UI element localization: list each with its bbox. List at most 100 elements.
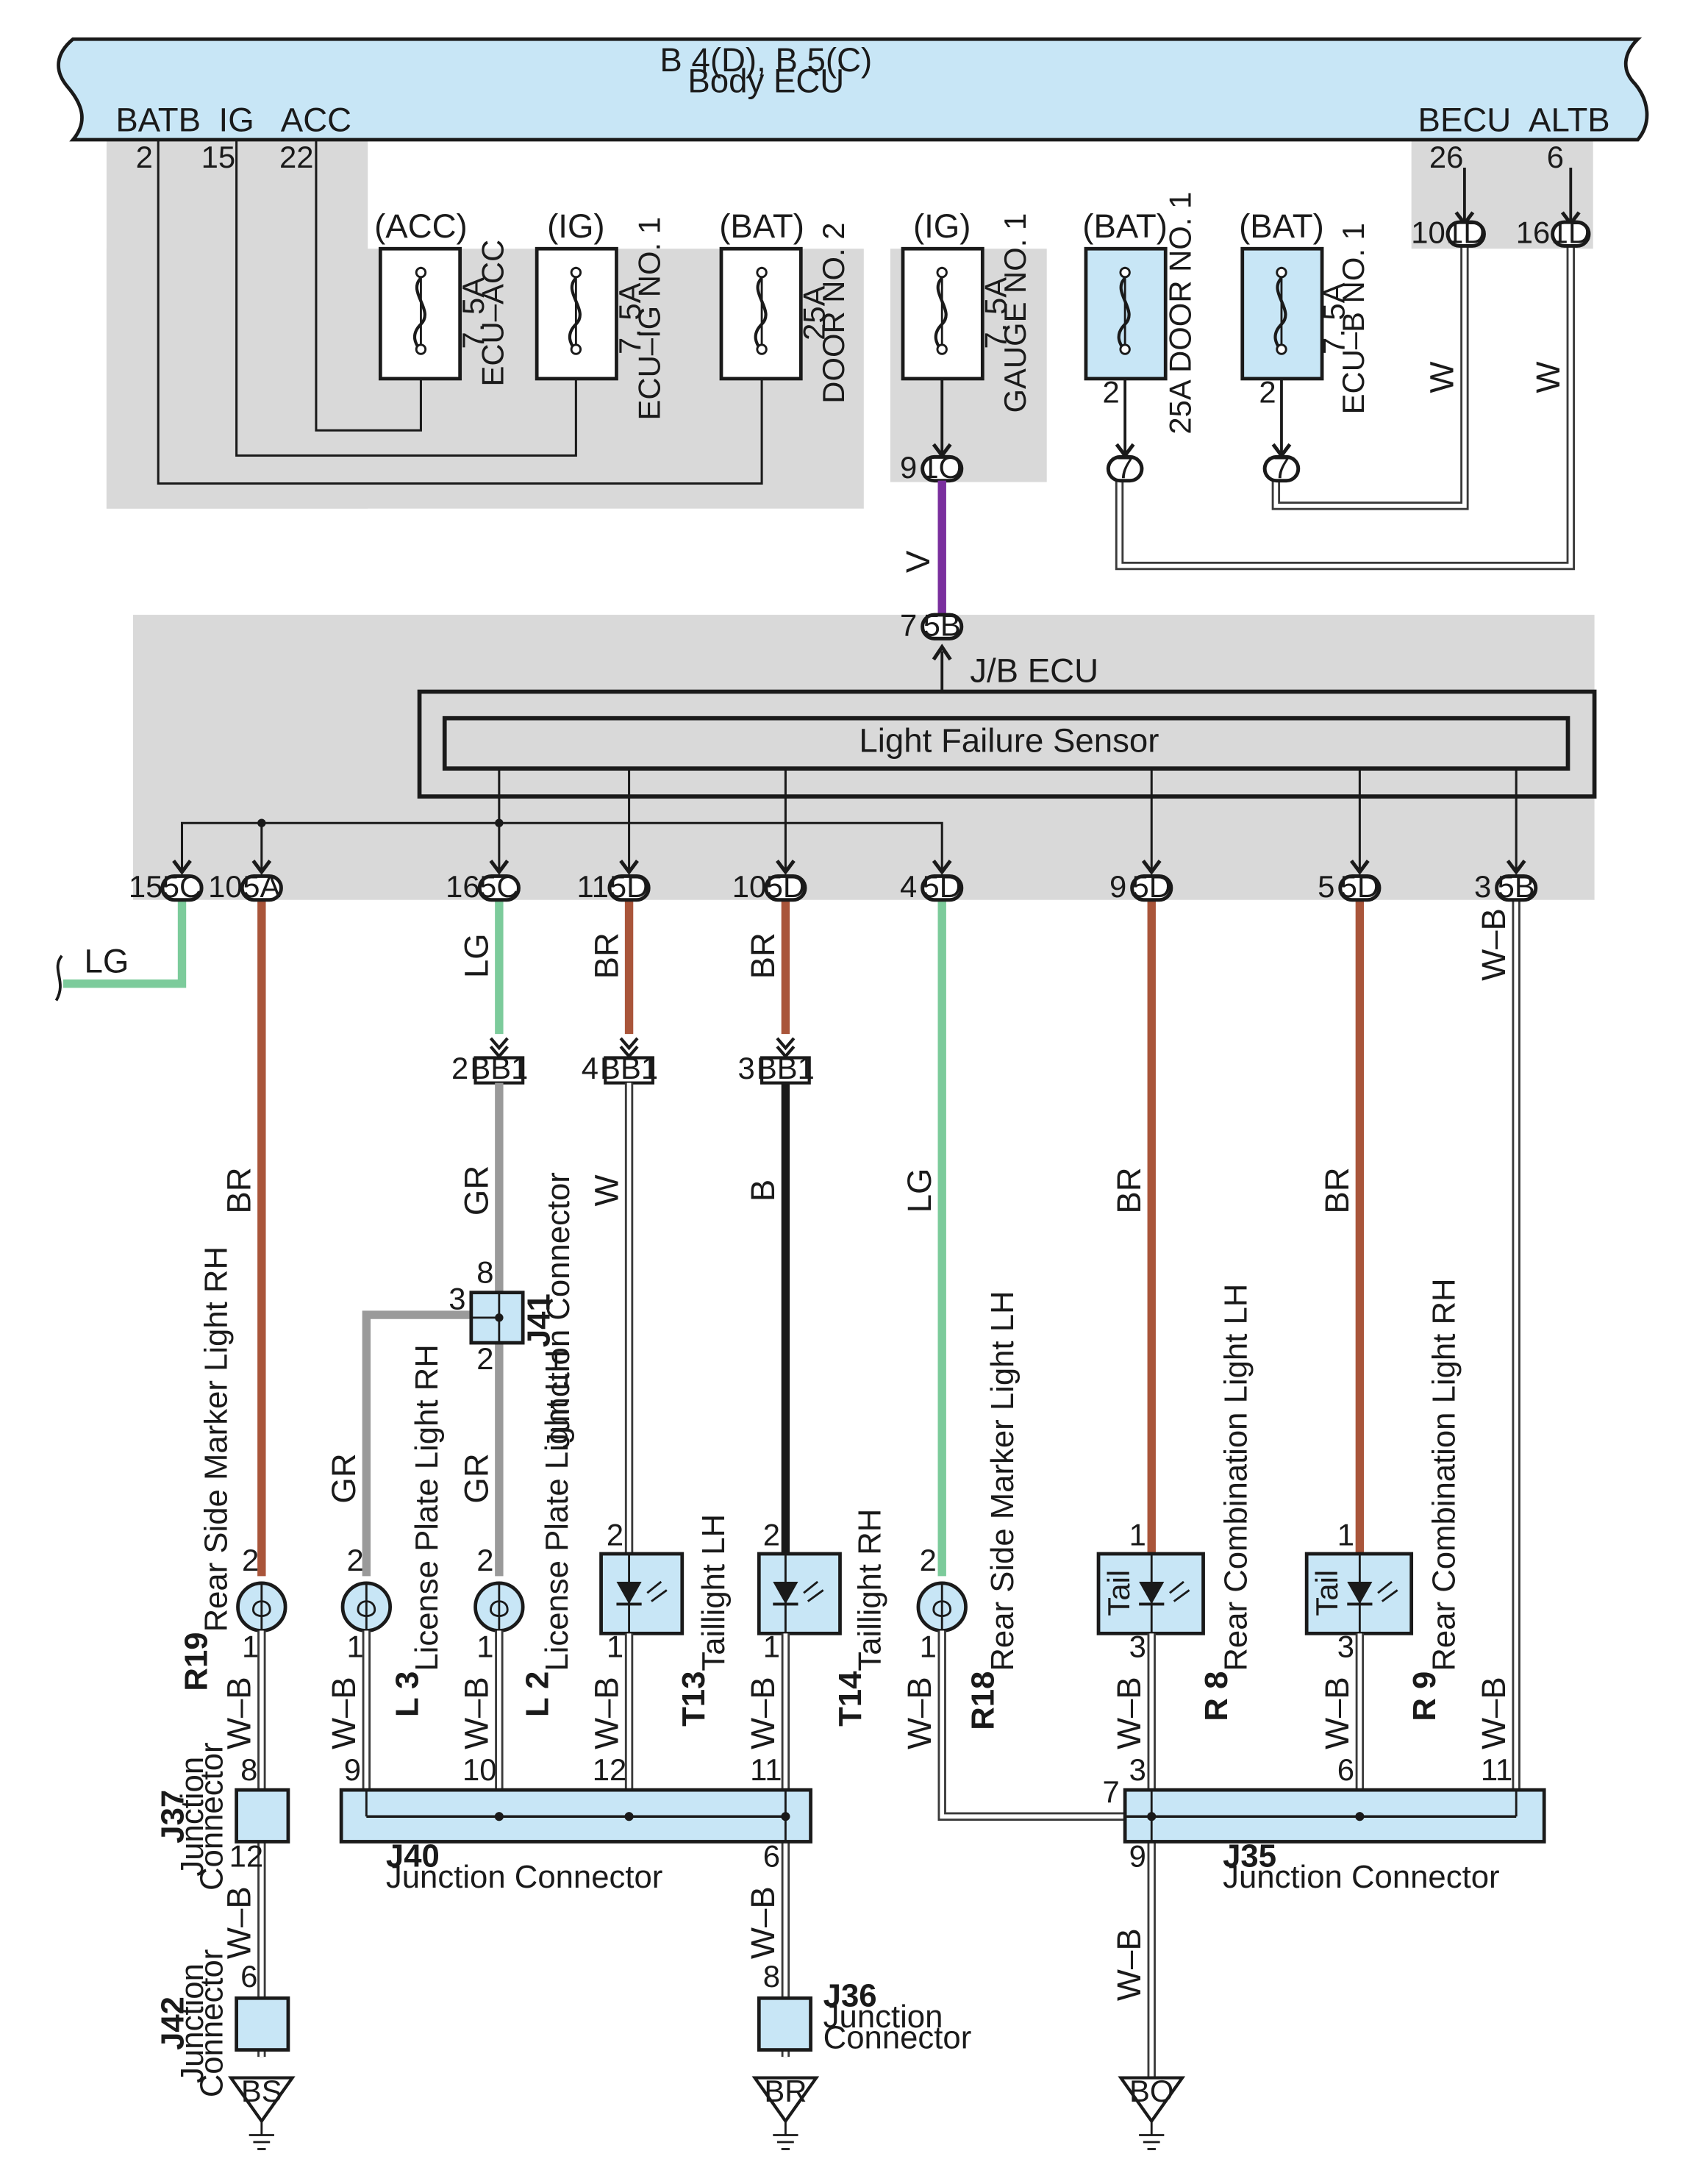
svg-text:7: 7 <box>1273 450 1290 485</box>
connector-bb1-3: BB1 3 <box>738 1051 815 1085</box>
wire-label-v: V <box>899 550 937 573</box>
t13-name: Taillight LH <box>696 1514 732 1671</box>
svg-text:1: 1 <box>347 1630 364 1664</box>
pin-ig: 15 <box>201 140 236 174</box>
connector-1d-10: 1D 10 <box>1411 215 1486 250</box>
wire-label-wb-l3: W–B <box>325 1677 362 1749</box>
svg-text:BB1: BB1 <box>757 1051 815 1085</box>
svg-text:5B: 5B <box>1498 869 1535 904</box>
svg-text:BS: BS <box>241 2074 282 2108</box>
body-ecu-bar <box>57 37 1649 142</box>
shade-jb-ecu <box>133 615 1595 900</box>
wire-label-br-11: BR <box>587 932 625 979</box>
connector-5d-5: 5D 5 <box>1318 869 1382 904</box>
connector-5a-10: 5A 10 <box>208 869 283 904</box>
wire-label-gr-l2: GR <box>458 1453 496 1503</box>
svg-text:6: 6 <box>1337 1752 1354 1787</box>
t13-id: T13 <box>676 1671 712 1727</box>
connector-bb1-4: BB1 4 <box>582 1051 658 1085</box>
w-wire-altb <box>1115 246 1575 571</box>
terminal-batb: BATB <box>115 101 201 139</box>
fuse-ecu-ig1: (IG) 7. 5A ECU–IG NO. 1 <box>535 207 666 420</box>
r18-name: Rear Side Marker Light LH <box>984 1291 1021 1671</box>
junction-j40: 9 10 12 11 6 J40 Junction Connector <box>339 1752 812 1895</box>
wire-label-wb-3-lower: W–B <box>1475 1677 1512 1749</box>
wire-label-br-10: BR <box>744 932 782 979</box>
fuse-door2-name: DOOR NO. 2 <box>816 223 851 404</box>
svg-text:11: 11 <box>750 1752 782 1787</box>
j37-id: J37 <box>154 1790 190 1844</box>
ecu-fuse-wires <box>157 140 763 485</box>
svg-text:1: 1 <box>1129 1518 1146 1552</box>
r8-id: R 8 <box>1198 1671 1234 1721</box>
wire-label-lg-4: LG <box>901 1168 938 1213</box>
r18-id: R18 <box>965 1671 1001 1730</box>
svg-text:2: 2 <box>476 1341 493 1376</box>
svg-text:BO: BO <box>1129 2074 1173 2108</box>
j35-id: J35 <box>1223 1838 1276 1874</box>
r9-id: R 9 <box>1407 1671 1443 1721</box>
terminal-altb: ALTB <box>1529 101 1610 139</box>
l3-name: License Plate Light RH <box>409 1344 445 1671</box>
fuse-ecu-acc: (ACC) 7. 5A ECU–ACC <box>374 207 510 386</box>
wire-label-wb-r8: W–B <box>1110 1677 1148 1749</box>
wire-label-lg-left: LG <box>84 943 129 980</box>
fuse-ecu-ig1-name: ECU–IG NO. 1 <box>632 217 666 420</box>
svg-text:5A: 5A <box>243 869 280 904</box>
lamp-l3: 2 1 L 3 License Plate Light RH <box>340 1344 445 1717</box>
fuse-ecu-ig1-rating: 7. 5A <box>612 282 647 354</box>
fuse-ecu-acc-source: (ACC) <box>374 207 468 245</box>
wire-label-w-bb1: W <box>587 1174 625 1206</box>
fuse-door2: (BAT) 25A DOOR NO. 2 <box>719 207 851 404</box>
l2-id: L 2 <box>519 1671 555 1717</box>
lamp-r9: Tail 1 3 R 9 Rear Combination Light RH <box>1304 1278 1462 1721</box>
l2-name: License Plate Light LH <box>539 1349 575 1671</box>
wire-label-lg-5c: LG <box>458 933 496 978</box>
svg-text:12: 12 <box>593 1752 627 1787</box>
svg-text:7: 7 <box>1117 450 1134 485</box>
svg-text:8: 8 <box>476 1255 493 1289</box>
connector-5d-11: 5D 11 <box>576 869 651 904</box>
svg-text:10: 10 <box>462 1752 497 1787</box>
connector-1o-9: 1O 9 <box>900 450 964 485</box>
w-wire-becu <box>1271 246 1469 510</box>
svg-text:11: 11 <box>1481 1752 1512 1787</box>
svg-text:2: 2 <box>607 1518 623 1552</box>
svg-text:3: 3 <box>1474 869 1491 904</box>
j36-name-2: Connector <box>823 2020 972 2056</box>
fuse-ecub1-name: ECU–B NO. 1 <box>1336 223 1370 414</box>
connector-5d-10: 5D 10 <box>732 869 807 904</box>
ground-br: BR <box>751 2074 820 2150</box>
svg-text:5B: 5B <box>923 608 961 643</box>
svg-text:2: 2 <box>451 1051 468 1085</box>
fuse-door1-rating: 25A DOOR NO. 1 <box>1162 192 1197 435</box>
svg-text:9: 9 <box>1129 1839 1146 1874</box>
svg-text:1O: 1O <box>921 450 962 485</box>
svg-text:2: 2 <box>476 1543 493 1577</box>
connector-5c-15: 5C 15 <box>129 869 204 904</box>
connector-7-b: 7 <box>1262 450 1301 485</box>
j41-id: J41 <box>521 1293 557 1347</box>
svg-text:2: 2 <box>242 1543 259 1577</box>
svg-text:3: 3 <box>738 1051 755 1085</box>
svg-text:5: 5 <box>1318 869 1334 904</box>
fuse-ecub1-pin: 2 <box>1259 374 1276 409</box>
wire-label-wb-r19: W–B <box>221 1677 258 1749</box>
svg-text:2: 2 <box>763 1518 780 1552</box>
body-ecu-connector: B 4(D), B 5(C) <box>660 41 872 79</box>
junction-j42: 6 J42 Junction Connector <box>154 1949 290 2097</box>
fuse-door1-pin: 2 <box>1103 374 1120 409</box>
wire-label-wb-r18: W–B <box>901 1677 938 1749</box>
svg-text:1: 1 <box>607 1630 623 1664</box>
wire-label-wb-r9: W–B <box>1318 1677 1356 1749</box>
svg-text:10: 10 <box>208 869 243 904</box>
svg-text:11: 11 <box>576 869 608 904</box>
fuse-gauge1-name: GAUGE NO. 1 <box>998 213 1032 413</box>
fuse-gauge1-source: (IG) <box>913 207 971 245</box>
svg-text:1D: 1D <box>1551 215 1590 250</box>
j37-name-1: Junction <box>174 1757 210 1877</box>
fuse-ecub1-rating: 7. 5A <box>1316 282 1351 354</box>
fuse-ecub1: (BAT) 7. 5A ECU–B NO. 1 2 <box>1239 207 1370 414</box>
lamp-r19: 2 1 R19 Rear Side Marker Light RH <box>179 1246 287 1691</box>
